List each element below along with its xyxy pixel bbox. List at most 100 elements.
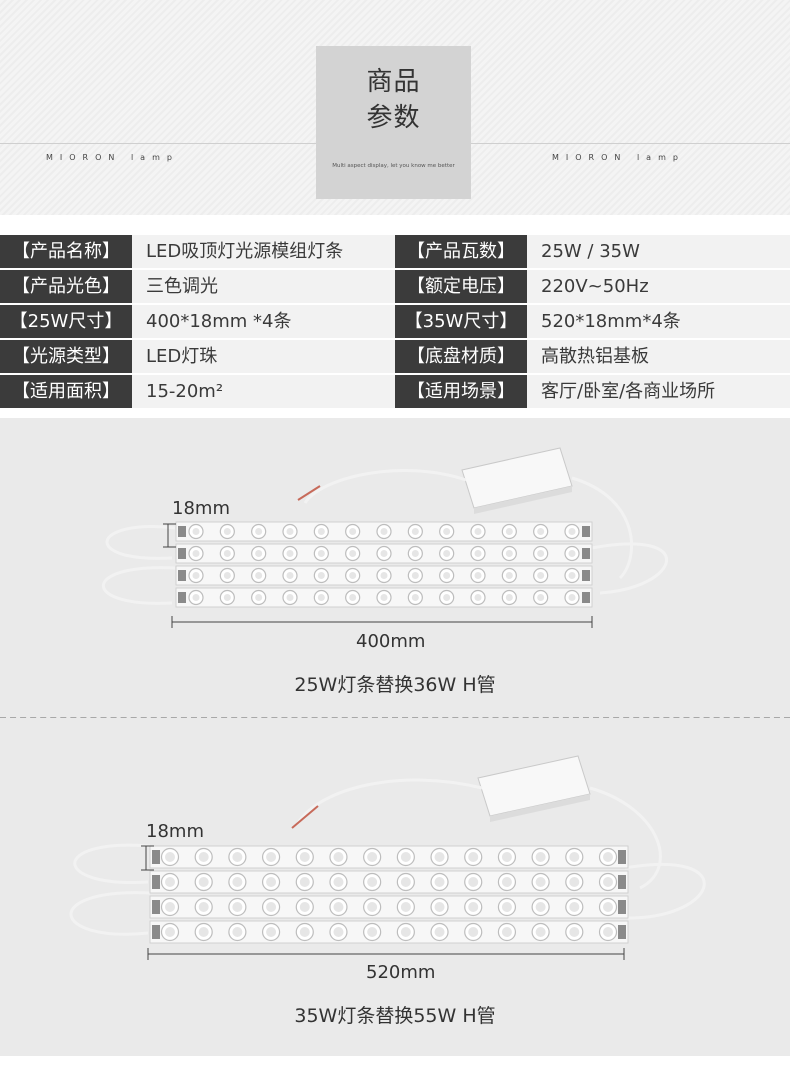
led-strips (175, 521, 593, 608)
led-lens (223, 572, 231, 579)
spec-label: 【适用场景】 (395, 375, 527, 408)
led-lens (232, 852, 243, 862)
led-lens (299, 902, 310, 912)
led-lens (568, 594, 576, 601)
led-lens (380, 572, 388, 579)
strip-connector (152, 900, 160, 914)
led-lens (223, 528, 231, 535)
led-lens (367, 927, 378, 937)
led-lens (468, 927, 479, 937)
led-lens (474, 572, 482, 579)
strip-connector (178, 548, 186, 559)
spec-label: 【25W尺寸】 (0, 305, 132, 338)
led-lens (165, 902, 175, 912)
led-lens (299, 877, 310, 887)
led-lens (501, 927, 512, 937)
led-lens (501, 902, 512, 912)
strip-connector (152, 875, 160, 889)
led-lens (474, 550, 482, 557)
strip-connector (618, 900, 626, 914)
led-lens (367, 852, 378, 862)
led-lens (443, 550, 451, 557)
led-lens (411, 594, 419, 601)
product-panel-25w: 18mm 400mm 25W灯条替换36W H管 (0, 418, 790, 718)
wire-end (291, 805, 319, 829)
width-label: 18mm (172, 498, 230, 519)
spec-row: 【25W尺寸】 400*18mm *4条 【35W尺寸】 520*18mm*4条 (0, 305, 790, 340)
title-line-2: 参数 (366, 103, 421, 133)
spec-label: 【产品瓦数】 (395, 235, 527, 268)
led-lens (603, 927, 613, 937)
led-lens (232, 877, 243, 887)
led-lens (165, 927, 175, 937)
spec-row: 【产品光色】 三色调光 【额定电压】 220V~50Hz (0, 270, 790, 305)
strip-connector (618, 875, 626, 889)
length-label: 520mm (366, 962, 436, 983)
led-lens (317, 572, 325, 579)
led-lens (568, 550, 576, 557)
led-lens (537, 572, 545, 579)
led-lens (505, 572, 513, 579)
led-lens (349, 528, 357, 535)
wiring (69, 778, 706, 936)
led-lens (192, 528, 200, 535)
led-lens (255, 550, 263, 557)
led-lens (349, 572, 357, 579)
led-lens (165, 877, 175, 887)
led-lens (505, 550, 513, 557)
led-lens (443, 572, 451, 579)
led-lens (568, 572, 576, 579)
spec-value: 520*18mm*4条 (527, 305, 790, 338)
led-lens (380, 550, 388, 557)
spec-table: 【产品名称】 LED吸顶灯光源模组灯条 【产品瓦数】 25W / 35W 【产品… (0, 235, 790, 410)
spec-label: 【底盘材质】 (395, 340, 527, 373)
wire-end (297, 485, 321, 501)
led-lens (255, 528, 263, 535)
product-caption: 35W灯条替换55W H管 (294, 1005, 496, 1027)
product-caption: 25W灯条替换36W H管 (294, 674, 496, 696)
led-lens (198, 902, 209, 912)
banner-rule-right (471, 143, 790, 144)
title-line-1: 商品 (366, 67, 421, 97)
spec-value: 高散热铝基板 (527, 340, 790, 373)
spec-value: 220V~50Hz (527, 270, 790, 303)
led-lens (400, 902, 411, 912)
spec-label: 【光源类型】 (0, 340, 132, 373)
led-lens (198, 927, 209, 937)
header-banner: MIORON lamp MIORON lamp 商品 参数 Multi aspe… (0, 0, 790, 215)
strip-connector (178, 592, 186, 603)
led-lens (569, 877, 580, 887)
led-lens (501, 877, 512, 887)
led-lens (468, 852, 479, 862)
led-lens (568, 528, 576, 535)
led-lens (443, 528, 451, 535)
led-lens (266, 877, 277, 887)
width-label: 18mm (146, 821, 204, 842)
led-lens (198, 852, 209, 862)
strip-connector (178, 526, 186, 537)
led-lens (468, 877, 479, 887)
led-lens (603, 852, 613, 862)
spec-label: 【产品名称】 (0, 235, 132, 268)
led-strips (149, 845, 629, 944)
spec-label: 【35W尺寸】 (395, 305, 527, 338)
wiring (101, 469, 668, 605)
length-dimension (171, 616, 593, 628)
led-lens (505, 528, 513, 535)
led-lens (333, 902, 344, 912)
product-panel-35w: 18mm 520mm 35W灯条替换55W H管 (0, 718, 790, 1056)
width-dimension (163, 523, 176, 548)
led-strip (149, 870, 629, 894)
led-strip (149, 895, 629, 919)
spec-value: LED吸顶灯光源模组灯条 (132, 235, 395, 268)
led-lens (380, 594, 388, 601)
led-lens (569, 927, 580, 937)
brand-text-right: MIORON lamp (552, 153, 685, 162)
led-lens (411, 572, 419, 579)
led-lens (286, 594, 294, 601)
led-lens (434, 927, 445, 937)
led-lens (367, 877, 378, 887)
driver-box (477, 755, 591, 822)
strip-connector (152, 850, 160, 864)
led-lens (400, 927, 411, 937)
